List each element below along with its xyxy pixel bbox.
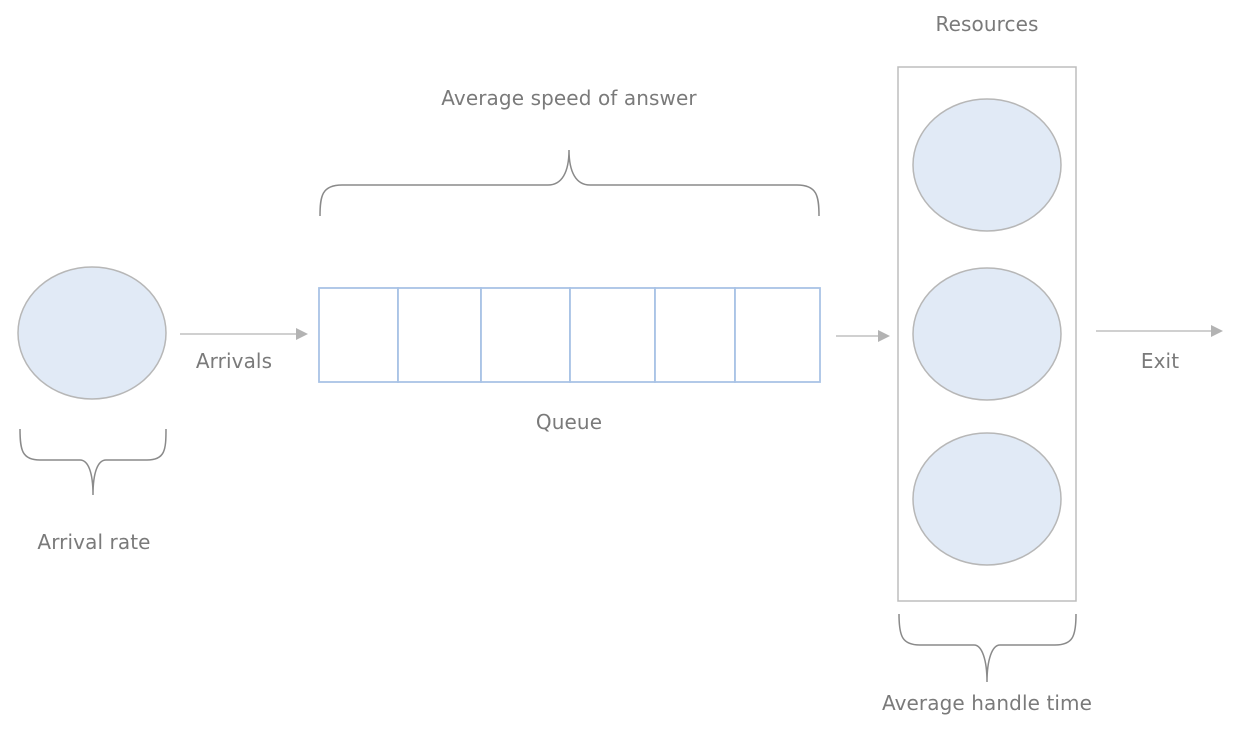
resources-label: Resources [935, 12, 1039, 36]
queue-slot [397, 287, 482, 383]
average-handle-time-label: Average handle time [881, 691, 1093, 715]
average-speed-of-answer-brace [319, 149, 820, 217]
arrivals-arrow [180, 328, 308, 340]
arrival-source-node [17, 266, 167, 400]
queue-slot [734, 287, 821, 383]
resource-node [912, 432, 1062, 566]
arrival-rate-brace [19, 428, 167, 496]
queue-slot [654, 287, 736, 383]
average-speed-of-answer-label: Average speed of answer [441, 86, 697, 110]
queue-label: Queue [535, 410, 603, 434]
exit-label: Exit [1140, 349, 1180, 373]
queue-slot [480, 287, 571, 383]
average-handle-time-brace [898, 613, 1077, 683]
queue-slot [569, 287, 656, 383]
queue-buffer [318, 287, 821, 383]
resource-node [912, 267, 1062, 401]
arrivals-label: Arrivals [195, 349, 273, 373]
queue-slot [318, 287, 399, 383]
exit-arrow [1096, 325, 1223, 337]
queue-to-resources-arrow [836, 330, 890, 342]
resource-node [912, 98, 1062, 232]
arrival-rate-label: Arrival rate [37, 530, 151, 554]
